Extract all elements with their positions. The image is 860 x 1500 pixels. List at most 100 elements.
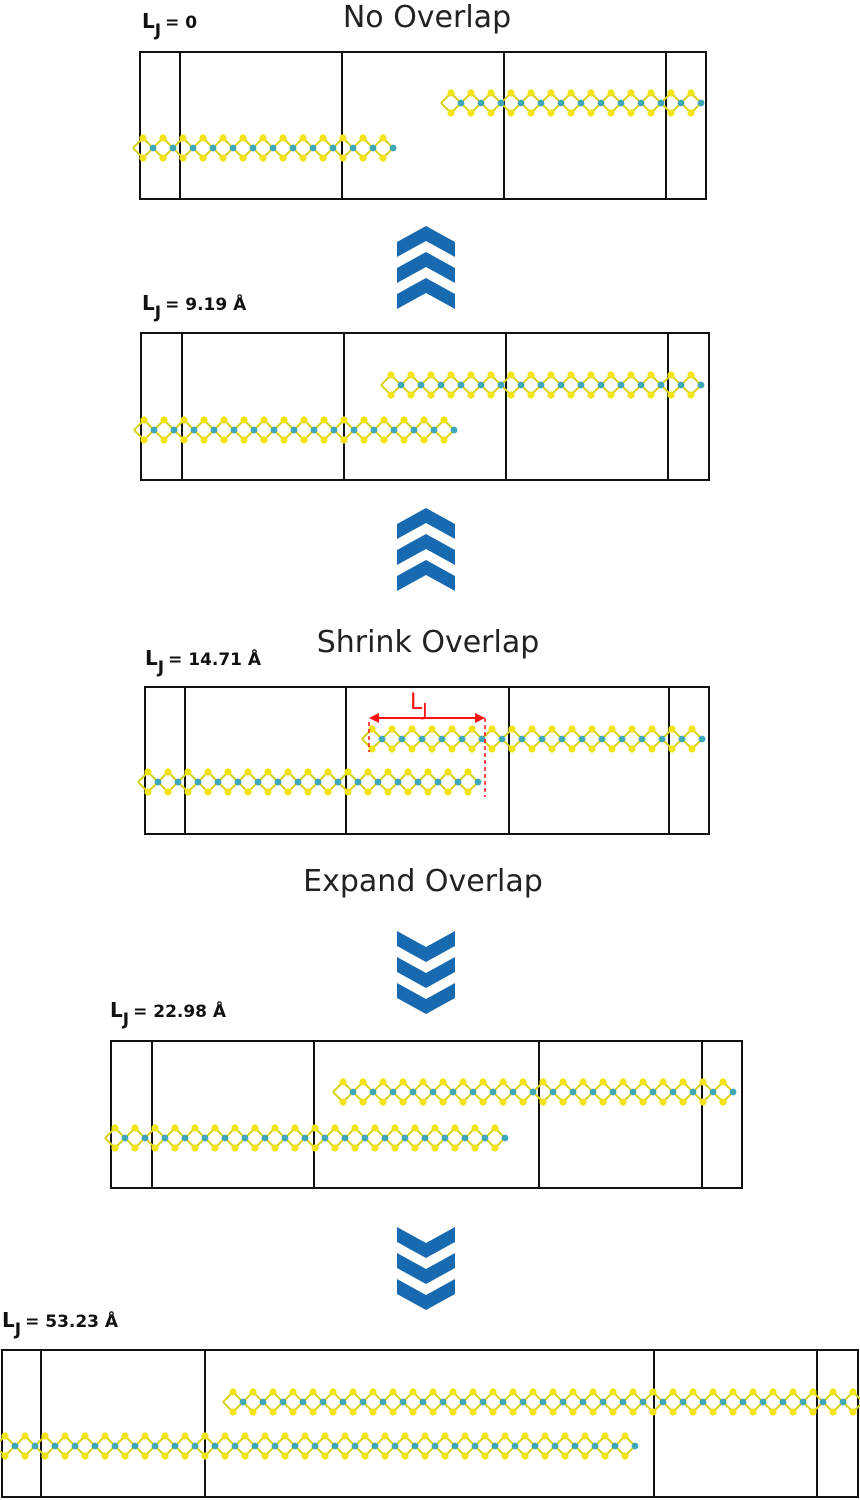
caption-shrink-overlap: Shrink Overlap <box>317 625 540 660</box>
metal-atom <box>459 1398 467 1406</box>
sulfur-atom <box>180 416 188 424</box>
sulfur-atom <box>461 1432 469 1440</box>
sulfur-atom <box>179 154 187 162</box>
panel-2-lower-chain <box>133 416 458 444</box>
metal-atom <box>551 1442 559 1450</box>
sulfur-atom <box>687 109 695 117</box>
metal-atom <box>431 1442 439 1450</box>
sulfur-atom <box>561 1432 569 1440</box>
sulfur-atom <box>161 1432 169 1440</box>
sulfur-atom <box>200 436 208 444</box>
sulfur-atom <box>648 745 656 753</box>
metal-atom <box>669 1088 677 1096</box>
sulfur-atom <box>141 1432 149 1440</box>
metal-atom <box>591 1442 599 1450</box>
sulfur-atom <box>501 1452 509 1460</box>
metal-atom <box>111 1442 119 1450</box>
sulfur-atom <box>341 1432 349 1440</box>
sulfur-atom <box>688 725 696 733</box>
sulfur-atom <box>464 768 472 776</box>
sulfur-atom <box>507 371 515 379</box>
metal-atom <box>389 144 397 152</box>
metal-atom <box>419 1398 427 1406</box>
sulfur-atom <box>667 89 675 97</box>
sulfur-atom <box>539 1098 547 1106</box>
metal-atom <box>149 144 157 152</box>
sulfur-atom <box>481 1452 489 1460</box>
sulfur-atom <box>427 391 435 399</box>
metal-atom <box>151 1442 159 1450</box>
metal-atom <box>131 1442 139 1450</box>
sulfur-atom <box>627 109 635 117</box>
sulfur-atom <box>340 416 348 424</box>
sulfur-atom <box>361 1432 369 1440</box>
sulfur-atom <box>579 1098 587 1106</box>
sulfur-atom <box>527 109 535 117</box>
sulfur-atom <box>339 154 347 162</box>
sulfur-atom <box>244 788 252 796</box>
metal-atom <box>598 735 606 743</box>
sulfur-atom <box>301 1432 309 1440</box>
sulfur-atom <box>231 1124 239 1132</box>
sulfur-atom <box>421 1432 429 1440</box>
sulfur-atom <box>371 1144 379 1152</box>
sulfur-atom <box>384 788 392 796</box>
sulfur-atom <box>359 1078 367 1086</box>
metal-atom <box>189 144 197 152</box>
sulfur-atom <box>381 1452 389 1460</box>
sulfur-atom <box>609 1388 617 1396</box>
sulfur-atom <box>351 1124 359 1132</box>
metal-atom <box>234 778 242 786</box>
metal-atom <box>211 1442 219 1450</box>
sulfur-atom <box>468 725 476 733</box>
sulfur-atom <box>159 134 167 142</box>
metal-atom <box>309 144 317 152</box>
metal-atom <box>51 1442 59 1450</box>
sulfur-atom <box>687 89 695 97</box>
metal-atom <box>361 1134 369 1142</box>
sulfur-atom <box>220 416 228 424</box>
sulfur-atom <box>259 134 267 142</box>
sulfur-atom <box>507 109 515 117</box>
sulfur-atom <box>444 788 452 796</box>
sulfur-atom <box>259 154 267 162</box>
sulfur-atom <box>389 1408 397 1416</box>
dimension-arrowhead-left <box>369 713 379 723</box>
sulfur-atom <box>420 416 428 424</box>
metal-atom <box>121 1134 129 1142</box>
sulfur-atom <box>331 1144 339 1152</box>
sulfur-atom <box>320 436 328 444</box>
sulfur-atom <box>489 1408 497 1416</box>
sulfur-atom <box>439 1078 447 1086</box>
sulfur-atom <box>667 371 675 379</box>
sulfur-atom <box>141 1452 149 1460</box>
sulfur-atom <box>568 745 576 753</box>
metal-atom <box>597 99 605 107</box>
sulfur-atom <box>339 134 347 142</box>
metal-atom <box>209 144 217 152</box>
sulfur-atom <box>849 1388 857 1396</box>
sulfur-atom <box>369 1408 377 1416</box>
sulfur-atom <box>579 1078 587 1086</box>
metal-atom <box>397 381 405 389</box>
sulfur-atom <box>647 391 655 399</box>
metal-atom <box>194 778 202 786</box>
sulfur-atom <box>509 1408 517 1416</box>
sulfur-atom <box>344 788 352 796</box>
sulfur-atom <box>321 1452 329 1460</box>
metal-atom <box>394 778 402 786</box>
sulfur-atom <box>404 768 412 776</box>
sulfur-atom <box>769 1408 777 1416</box>
sulfur-atom <box>709 1388 717 1396</box>
sulfur-atom <box>451 1124 459 1132</box>
sulfur-atom <box>488 745 496 753</box>
metal-atom <box>410 426 418 434</box>
metal-atom <box>31 1442 39 1450</box>
sulfur-atom <box>271 1144 279 1152</box>
sulfur-atom <box>689 1408 697 1416</box>
metal-atom <box>378 735 386 743</box>
sulfur-atom <box>329 1388 337 1396</box>
sulfur-atom <box>311 1144 319 1152</box>
metal-atom <box>250 426 258 434</box>
sulfur-atom <box>488 725 496 733</box>
